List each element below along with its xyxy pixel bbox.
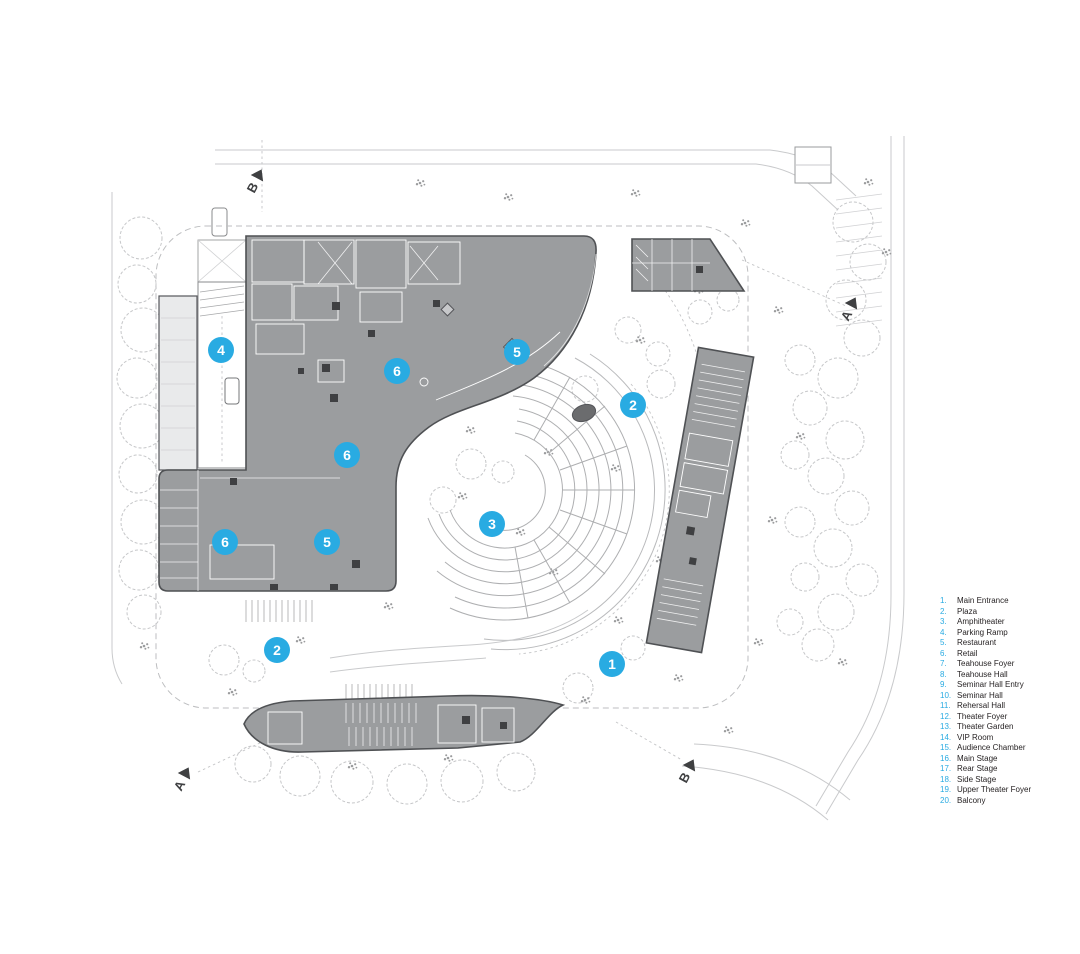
legend-item-label: Main Stage bbox=[957, 753, 998, 763]
section-label: A bbox=[171, 777, 189, 793]
legend-item-label: Amphitheater bbox=[957, 617, 1005, 626]
legend-item-number: 20. bbox=[940, 795, 952, 805]
section-marker-b-bottom: B bbox=[676, 759, 696, 785]
legend-item: 5. Restaurant bbox=[940, 638, 1080, 649]
legend-item-number: 18. bbox=[940, 774, 952, 784]
legend-item-label: Balcony bbox=[957, 795, 986, 805]
legend-item-label: Rehersal Hall bbox=[957, 701, 1006, 710]
legend-item: 3. Amphitheater bbox=[940, 617, 1080, 628]
legend-item-number: 13. bbox=[940, 722, 952, 731]
legend-item-label: Teahouse Foyer bbox=[957, 659, 1015, 668]
legend-item-number: 15. bbox=[940, 743, 952, 752]
section-triangle-icon bbox=[682, 759, 696, 772]
legend-item: 8. Teahouse Hall bbox=[940, 670, 1080, 681]
legend-item-number: 17. bbox=[940, 764, 952, 773]
legend-item-label: Side Stage bbox=[957, 774, 997, 784]
legend-item: 12. Theater Foyer bbox=[940, 712, 1080, 723]
section-triangle-icon bbox=[177, 767, 191, 780]
plaza-stairs bbox=[245, 600, 413, 700]
legend-item-number: 6. bbox=[940, 648, 947, 658]
legend-item-label: Teahouse Hall bbox=[957, 669, 1008, 679]
legend-item-label: Seminar Hall bbox=[957, 690, 1003, 700]
section-marker-b-top: B bbox=[244, 169, 264, 195]
legend-item-label: Theater Garden bbox=[957, 722, 1014, 731]
legend-item-label: Upper Theater Foyer bbox=[957, 785, 1032, 794]
legend-item-label: Main Entrance bbox=[957, 596, 1009, 605]
legend-item-number: 3. bbox=[940, 617, 947, 626]
marker-retail-a: 6 bbox=[384, 358, 410, 384]
legend-item: 18. Side Stage bbox=[940, 775, 1080, 786]
legend-item-label: Retail bbox=[957, 648, 978, 658]
legend-item: 1. Main Entrance bbox=[940, 596, 1080, 607]
legend-item-number: 11. bbox=[940, 701, 951, 710]
skylight-diamond bbox=[440, 302, 455, 317]
legend-item: 15. Audience Chamber bbox=[940, 743, 1080, 754]
plan-legend: 1. Main Entrance 2. Plaza 3. Amphitheater 4… bbox=[940, 596, 1080, 806]
legend-item-number: 12. bbox=[940, 711, 952, 721]
parking-ramp bbox=[197, 239, 247, 469]
legend-item-number: 4. bbox=[940, 627, 947, 637]
legend-item-number: 19. bbox=[940, 785, 952, 794]
marker-parking-ramp: 4 bbox=[208, 337, 234, 363]
legend-item-label: Restaurant bbox=[957, 638, 997, 647]
legend-item-number: 10. bbox=[940, 690, 952, 700]
trees bbox=[116, 201, 887, 805]
section-label: B bbox=[676, 770, 694, 785]
legend-item-number: 2. bbox=[940, 606, 947, 616]
legend-item: 7. Teahouse Foyer bbox=[940, 659, 1080, 670]
legend-item: 10. Seminar Hall bbox=[940, 691, 1080, 702]
northeast-block bbox=[631, 238, 746, 292]
legend-item: 6. Retail bbox=[940, 649, 1080, 660]
marker-retail-c: 6 bbox=[212, 529, 238, 555]
legend-item: 13. Theater Garden bbox=[940, 722, 1080, 733]
legend-item: 4. Parking Ramp bbox=[940, 628, 1080, 639]
legend-item-label: Rear Stage bbox=[957, 764, 998, 773]
roads bbox=[111, 136, 905, 821]
legend-item-label: Theater Foyer bbox=[957, 711, 1008, 721]
legend-item: 2. Plaza bbox=[940, 607, 1080, 618]
marker-main-entrance: 1 bbox=[599, 651, 625, 677]
south-building bbox=[243, 694, 566, 753]
legend-item-label: Plaza bbox=[957, 606, 978, 616]
pond bbox=[571, 403, 597, 423]
marker-amphitheater: 3 bbox=[479, 511, 505, 537]
marker-retail-b: 6 bbox=[334, 442, 360, 468]
main-building-rooms bbox=[160, 239, 597, 591]
left-strip-building bbox=[158, 295, 198, 471]
legend-item-number: 14. bbox=[940, 732, 952, 742]
legend-item: 14. VIP Room bbox=[940, 733, 1080, 744]
car bbox=[224, 377, 240, 405]
legend-item: 17. Rear Stage bbox=[940, 764, 1080, 775]
legend-item-label: VIP Room bbox=[957, 732, 994, 742]
legend-item: 9. Seminar Hall Entry bbox=[940, 680, 1080, 691]
legend-item: 20. Balcony bbox=[940, 796, 1080, 807]
section-marker-a-bottom: A bbox=[171, 767, 191, 793]
main-building bbox=[158, 235, 597, 592]
legend-item-number: 1. bbox=[940, 596, 947, 605]
east-diagonal-building bbox=[645, 346, 755, 654]
legend-item: 16. Main Stage bbox=[940, 754, 1080, 765]
amphitheater bbox=[329, 353, 670, 673]
legend-item-label: Audience Chamber bbox=[957, 743, 1026, 752]
legend-item-number: 16. bbox=[940, 753, 952, 763]
marker-plaza-b: 2 bbox=[264, 637, 290, 663]
marker-restaurant-b: 5 bbox=[314, 529, 340, 555]
legend-item-label: Seminar Hall Entry bbox=[957, 680, 1024, 689]
section-triangle-icon bbox=[844, 297, 858, 310]
legend-item: 19. Upper Theater Foyer bbox=[940, 785, 1080, 796]
legend-item-number: 9. bbox=[940, 680, 947, 689]
legend-item-label: Parking Ramp bbox=[957, 627, 1008, 637]
marker-restaurant-a: 5 bbox=[504, 339, 530, 365]
section-label: B bbox=[244, 180, 262, 195]
legend-item: 11. Rehersal Hall bbox=[940, 701, 1080, 712]
legend-item-number: 8. bbox=[940, 669, 947, 679]
section-triangle-icon bbox=[250, 169, 264, 182]
legend-item-number: 7. bbox=[940, 659, 947, 668]
marker-plaza-a: 2 bbox=[620, 392, 646, 418]
legend-item-number: 5. bbox=[940, 638, 947, 647]
